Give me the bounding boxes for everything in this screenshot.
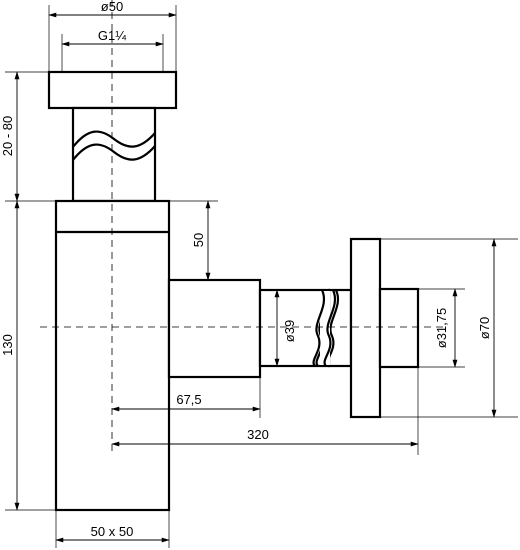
label-thread: G1¼ bbox=[98, 28, 126, 43]
siphon-body bbox=[54, 199, 171, 512]
label-outlet-offset: 50 bbox=[191, 233, 206, 247]
label-outlet-depth: 67,5 bbox=[176, 392, 201, 407]
outlet-pipe-right bbox=[327, 288, 353, 368]
label-wall-distance: 320 bbox=[247, 427, 269, 442]
label-outlet-diameter: ø39 bbox=[282, 320, 297, 342]
label-body-height: 130 bbox=[0, 334, 15, 356]
dimension-labels: ø50 G1¼ 20 - 80 130 50 ø39 67,5 320 ø31,… bbox=[0, 0, 492, 539]
label-height-adjust: 20 - 80 bbox=[0, 116, 15, 156]
label-pipe-diameter: ø31,75 bbox=[434, 308, 449, 348]
outlet-block bbox=[167, 278, 262, 379]
siphon-body-group bbox=[47, 70, 420, 512]
wall-rosette bbox=[349, 237, 382, 419]
top-cap bbox=[47, 70, 178, 110]
pipe-break-b bbox=[323, 289, 336, 367]
center-lines bbox=[40, 0, 445, 455]
label-rosette-diameter: ø70 bbox=[477, 317, 492, 339]
tailpiece-break-2 bbox=[72, 143, 156, 161]
label-cap-diameter: ø50 bbox=[101, 0, 123, 14]
tailpiece-pipe bbox=[71, 106, 157, 203]
tailpiece-break bbox=[72, 130, 156, 148]
pipe-break-a bbox=[312, 289, 325, 367]
pipe-gap bbox=[320, 291, 330, 365]
label-body-section: 50 x 50 bbox=[91, 524, 134, 539]
wall-pipe bbox=[378, 287, 420, 369]
dimension-lines bbox=[5, 5, 518, 548]
